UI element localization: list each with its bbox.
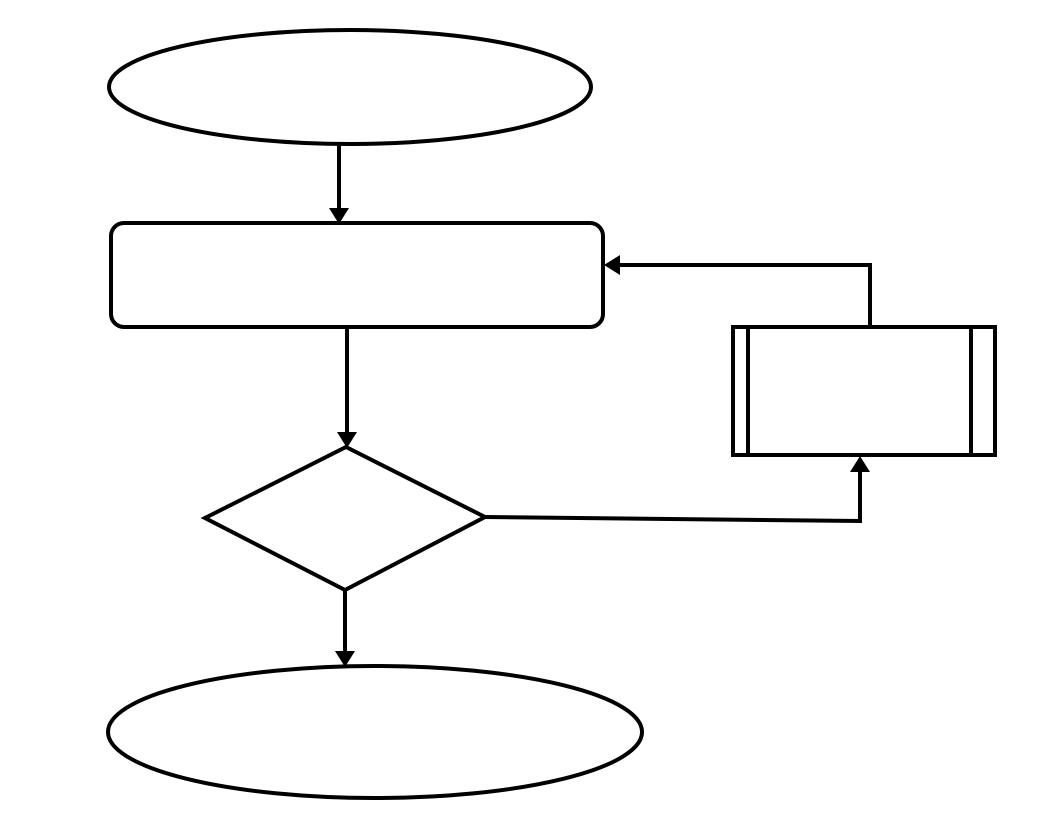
arrowhead-decision-to-end [335, 651, 355, 667]
decision-node [200, 444, 490, 593]
process-node [109, 221, 605, 329]
predefined-process-box [731, 325, 997, 457]
edge-decision-to-subroutine [484, 468, 862, 524]
predefined-process-node [731, 325, 997, 457]
nodes [106, 28, 997, 800]
end-terminator-node [106, 664, 644, 800]
connectors [329, 145, 872, 667]
arrowhead-decision-to-subroutine [850, 456, 870, 472]
arrowhead-subroutine-to-process [604, 255, 620, 275]
edge-subroutine-to-process [616, 263, 872, 327]
arrowhead-start-to-process [329, 208, 349, 224]
start-terminator-node [107, 28, 593, 146]
arrowhead-process-to-decision [337, 432, 357, 448]
